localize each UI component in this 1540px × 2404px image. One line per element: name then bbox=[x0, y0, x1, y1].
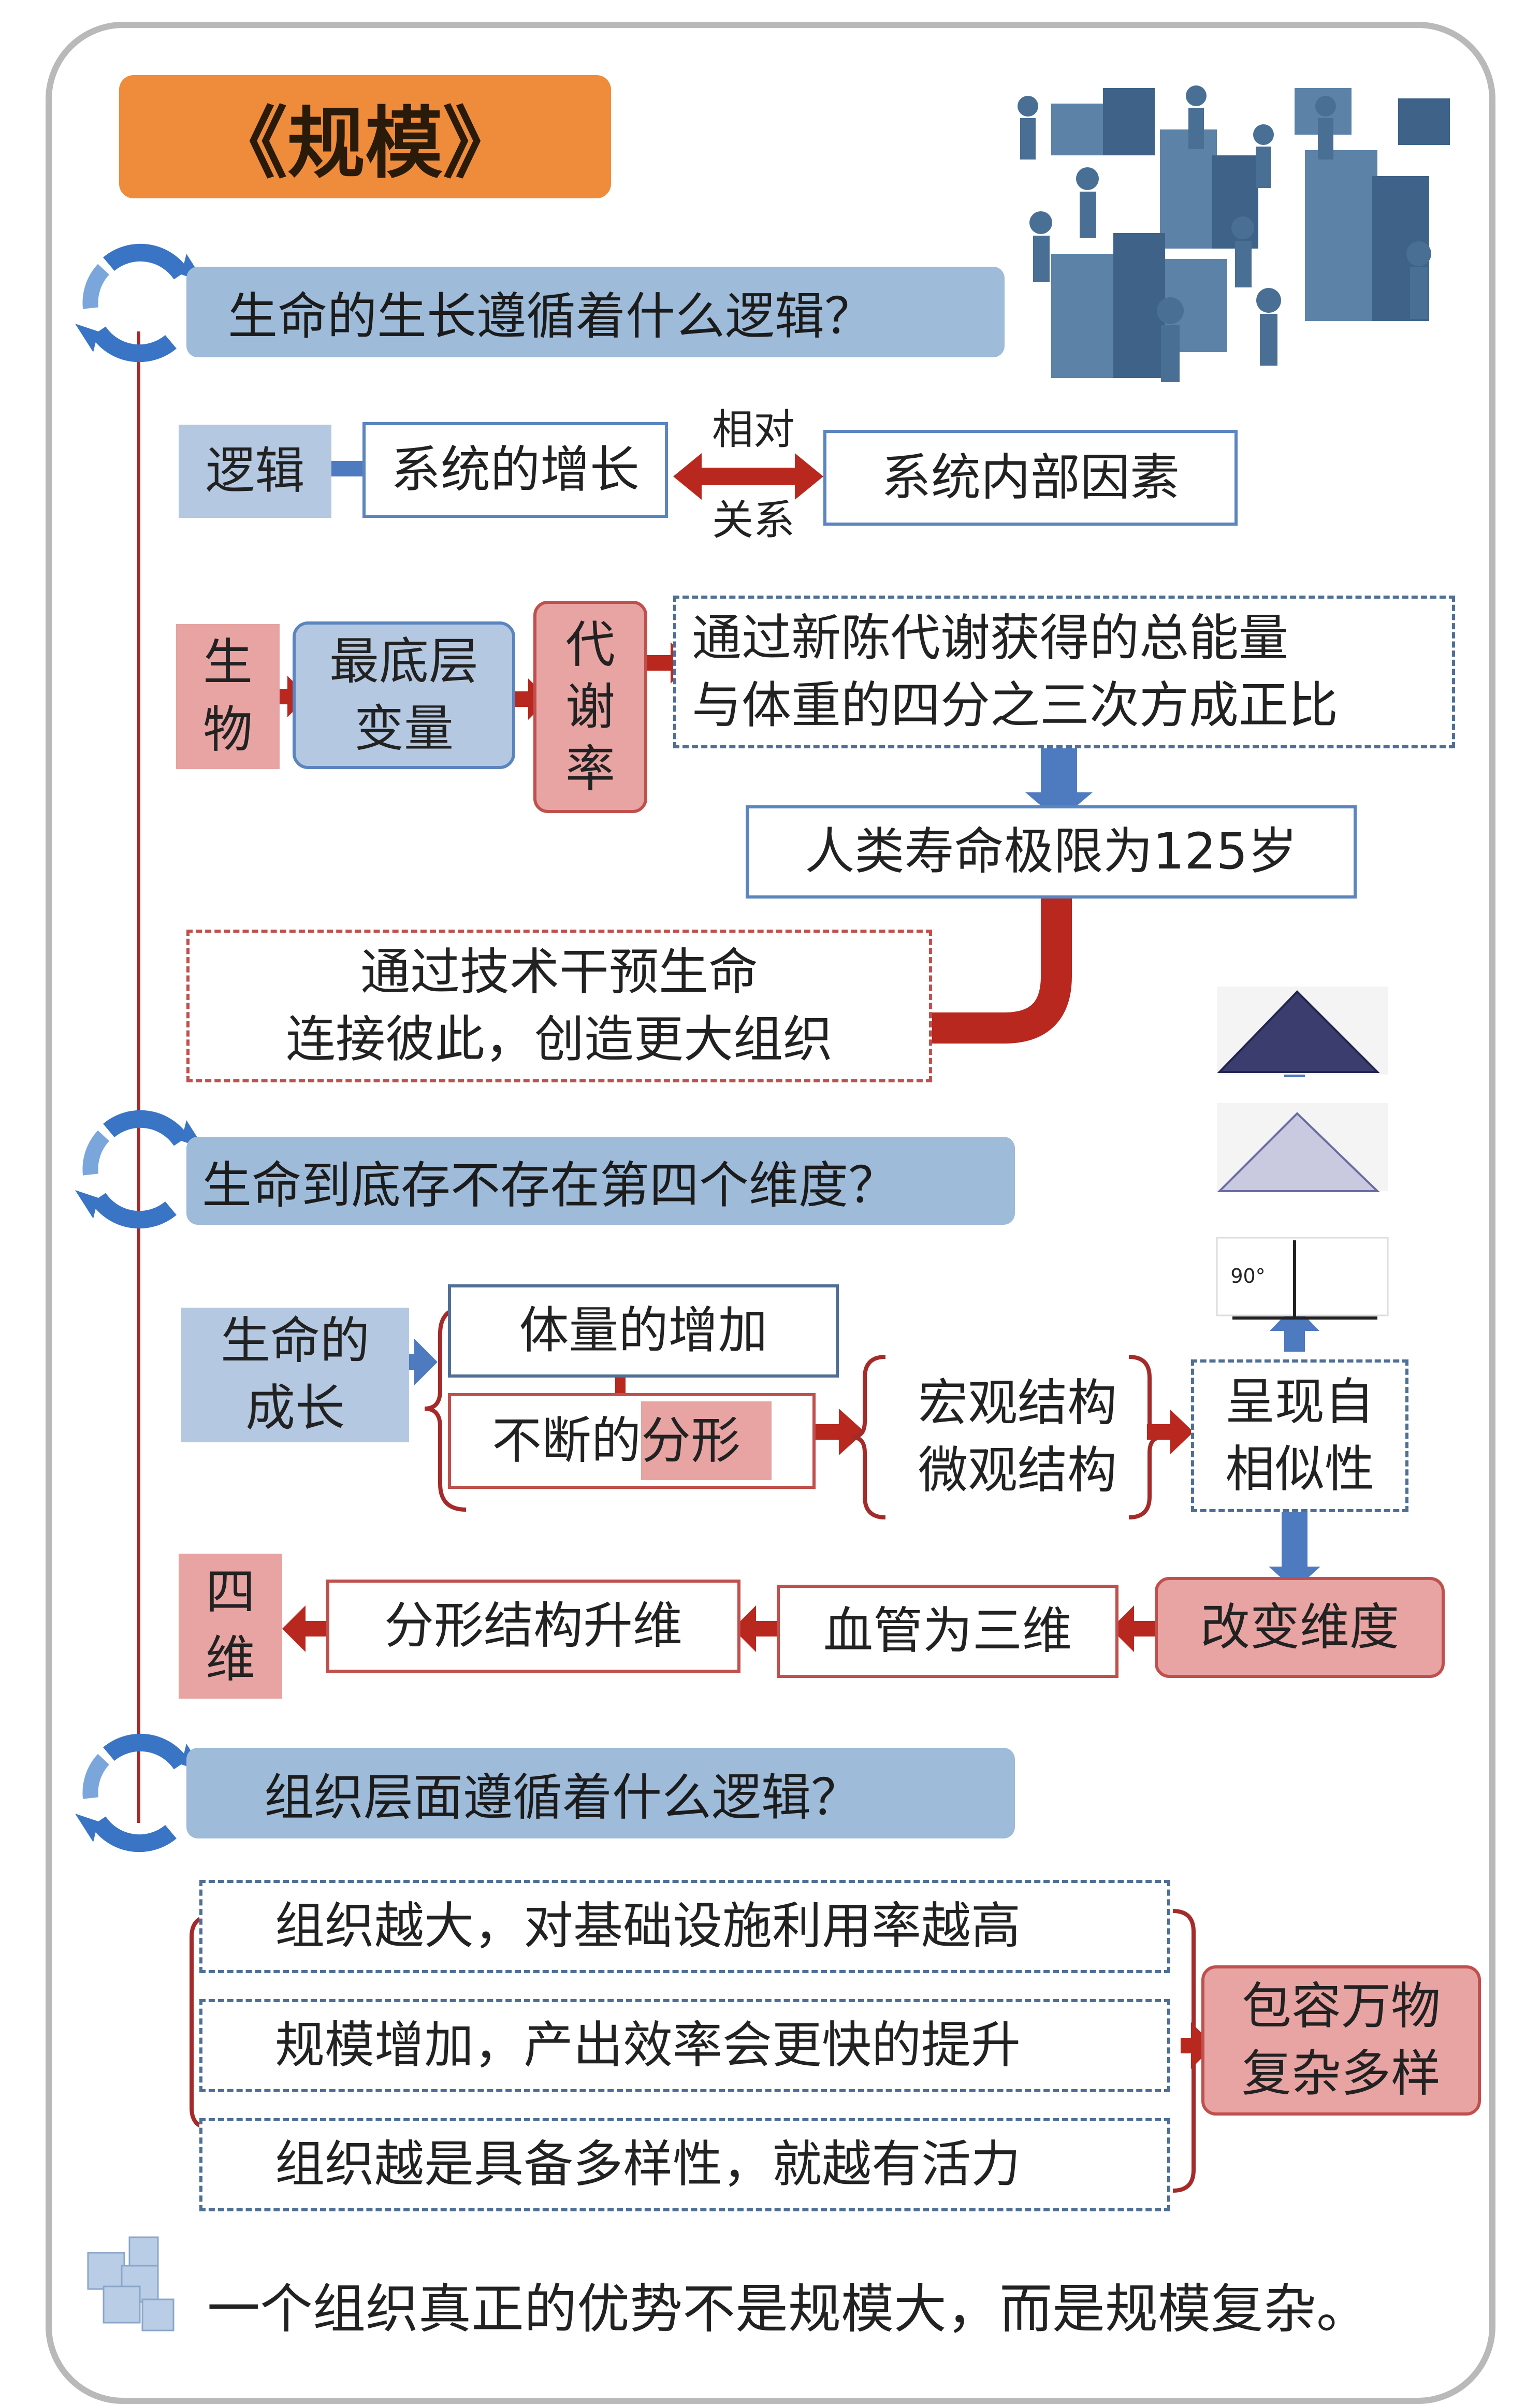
arrow-right-icon bbox=[1147, 1410, 1194, 1454]
energy-scaling-box: 通过新陈代谢获得的总能量与体重的四分之三次方成正比 bbox=[673, 596, 1455, 748]
micro-structure: 微观结构 bbox=[918, 1441, 1117, 1499]
volume-increase-box: 体量的增加 bbox=[448, 1284, 839, 1378]
arrow-up-icon bbox=[1270, 1305, 1319, 1352]
lifespan-box: 人类寿命极限为125岁 bbox=[746, 805, 1357, 899]
page-title: 《规模》 bbox=[119, 75, 611, 198]
macro-structure: 宏观结构 bbox=[918, 1374, 1117, 1432]
structure-list: 宏观结构 微观结构 bbox=[891, 1359, 1144, 1515]
cube-cluster-icon bbox=[87, 2236, 175, 2331]
arrow-right-icon bbox=[1181, 2022, 1214, 2069]
fractal-upgrade-box: 分形结构升维 bbox=[326, 1580, 740, 1673]
technology-box: 通过技术干预生命连接彼此，创造更大组织 bbox=[186, 930, 932, 1082]
org-item-2: 规模增加，产出效率会更快的提升 bbox=[199, 1999, 1170, 2092]
arrow-right-icon bbox=[394, 1339, 438, 1385]
double-arrow-icon bbox=[673, 453, 823, 500]
org-item-3: 组织越是具备多样性，就越有活力 bbox=[199, 2118, 1170, 2211]
internal-factors-box: 系统内部因素 bbox=[823, 430, 1238, 526]
logic-label: 逻辑 bbox=[179, 425, 331, 518]
arrow-down-icon bbox=[1269, 1510, 1320, 1590]
fractal-triangle-icon bbox=[1217, 1112, 1380, 1192]
conclusion-text: 一个组织真正的优势不是规模大，而是规模复杂。 bbox=[207, 2279, 1369, 2341]
arrow-left-icon bbox=[733, 1605, 777, 1652]
angle-label: 90° bbox=[1230, 1265, 1266, 1288]
org-item-1: 组织越大，对基础设施利用率越高 bbox=[199, 1880, 1170, 1973]
business-people-illustration bbox=[1018, 85, 1450, 382]
question-2-bar: 生命到底存不存在第四个维度？ bbox=[186, 1137, 1015, 1225]
relation-label-top: 相对 bbox=[712, 406, 795, 454]
fractal-highlight: 分形 bbox=[641, 1401, 772, 1480]
question-3-bar: 组织层面遵循着什么逻辑？ bbox=[186, 1748, 1015, 1838]
fractal-triangle-icon bbox=[1217, 990, 1380, 1073]
inclusive-result-box: 包容万物复杂多样 bbox=[1201, 1965, 1481, 2116]
four-dimension-label: 四维 bbox=[179, 1554, 282, 1699]
arrow-left-icon bbox=[282, 1605, 326, 1652]
relation-label-bottom: 关系 bbox=[712, 496, 795, 544]
arrow-down-icon bbox=[1025, 730, 1093, 821]
curved-arrow-icon bbox=[927, 893, 1072, 1044]
bottom-variable-box: 最底层变量 bbox=[293, 621, 515, 769]
system-growth-box: 系统的增长 bbox=[362, 422, 668, 518]
connector-layer bbox=[75, 85, 1450, 2331]
blood-vessel-box: 血管为三维 bbox=[777, 1585, 1118, 1678]
fractal-box: 不断的分形 bbox=[448, 1393, 816, 1489]
metabolic-rate-box: 代谢率 bbox=[533, 601, 647, 813]
cycle-icon bbox=[75, 1110, 205, 1229]
arrow-left-icon bbox=[1111, 1605, 1155, 1652]
question-1-bar: 生命的生长遵循着什么逻辑？ bbox=[186, 267, 1005, 357]
life-growth-label: 生命的成长 bbox=[181, 1308, 409, 1442]
biology-label: 生物 bbox=[176, 624, 280, 769]
change-dimension-box: 改变维度 bbox=[1155, 1577, 1445, 1678]
arrow-right-icon bbox=[797, 1409, 865, 1455]
self-similarity-box: 呈现自相似性 bbox=[1191, 1359, 1408, 1512]
